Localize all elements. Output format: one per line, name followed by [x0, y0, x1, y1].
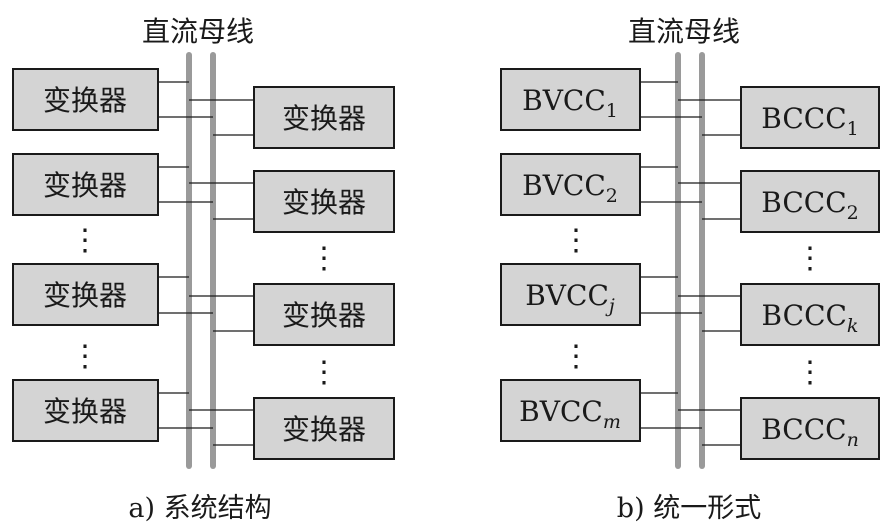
bvcc-label: BVCCm	[519, 395, 621, 433]
bccc-box-1: BCCC1	[740, 86, 880, 149]
ellipsis-a-left-2: ⋮	[70, 339, 100, 374]
ellipsis-a-right-1: ⋮	[309, 241, 339, 276]
converter-label: 变换器	[43, 279, 127, 312]
bvcc-box-m: BVCCm	[500, 379, 641, 442]
bccc-label: BCCCn	[761, 413, 859, 451]
ellipsis-a-right-2: ⋮	[309, 355, 339, 390]
panel-a: 直流母线 变换器	[12, 15, 395, 524]
caption-b: b) 统一形式	[617, 493, 761, 524]
converter-label: 变换器	[282, 102, 366, 135]
converter-box-a-left-1: 变换器	[12, 68, 159, 131]
converter-box-a-right-2: 变换器	[253, 170, 395, 233]
converter-label: 变换器	[43, 169, 127, 202]
bvcc-box-2: BVCC2	[500, 153, 641, 216]
dc-bus-label-b: 直流母线	[628, 15, 740, 48]
bccc-label: BCCC1	[761, 102, 858, 140]
caption-a: a) 系统结构	[128, 493, 271, 524]
converter-label: 变换器	[282, 186, 366, 219]
converter-label: 变换器	[282, 299, 366, 332]
converter-label: 变换器	[282, 413, 366, 446]
converter-box-a-left-4: 变换器	[12, 379, 159, 442]
right-wires-b	[678, 99, 741, 446]
bvcc-label: BVCC1	[522, 84, 618, 122]
ellipsis-b-right-1: ⋮	[795, 241, 825, 276]
converter-box-a-right-4: 变换器	[253, 397, 395, 460]
converter-label: 变换器	[43, 84, 127, 117]
bccc-label: BCCCk	[762, 299, 859, 337]
bccc-box-k: BCCCk	[740, 283, 880, 346]
ellipsis-a-left-1: ⋮	[70, 223, 100, 258]
converter-box-a-left-3: 变换器	[12, 263, 159, 326]
bccc-label: BCCC2	[761, 186, 858, 224]
bvcc-box-1: BVCC1	[500, 68, 641, 131]
ellipsis-b-left-2: ⋮	[561, 339, 591, 374]
ellipsis-b-right-2: ⋮	[795, 355, 825, 390]
ellipsis-b-left-1: ⋮	[561, 223, 591, 258]
converter-box-a-right-3: 变换器	[253, 283, 395, 346]
bccc-box-2: BCCC2	[740, 170, 880, 233]
dc-bus-label-a: 直流母线	[142, 15, 254, 48]
converter-box-a-left-2: 变换器	[12, 153, 159, 216]
converter-label: 变换器	[43, 395, 127, 428]
right-wires-a	[189, 99, 254, 446]
left-wires-a	[158, 81, 213, 429]
bccc-box-n: BCCCn	[740, 397, 880, 460]
bvcc-label: BVCC2	[522, 169, 618, 207]
bvcc-box-j: BVCCj	[500, 263, 641, 326]
bvcc-label: BVCCj	[525, 279, 615, 317]
left-wires-b	[640, 81, 702, 429]
panel-b: 直流母线 BVCC1	[500, 15, 880, 524]
converter-box-a-right-1: 变换器	[253, 86, 395, 149]
